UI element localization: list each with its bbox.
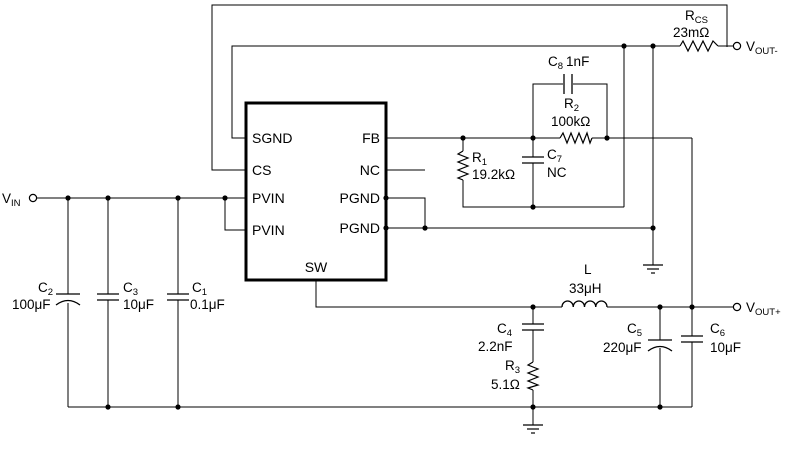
label-c2-value: 100μF (12, 297, 51, 312)
net-label-vout-minus: VOUT- (746, 39, 778, 57)
junction-dot (105, 404, 111, 410)
junction-dot (383, 195, 389, 201)
pin-pgnd-2: PGND (340, 220, 380, 236)
terminals (28, 41, 742, 312)
wire-r2-to-vout-minus (607, 46, 625, 139)
label-r3-value: 5.1Ω (491, 377, 520, 392)
wire-pvin2 (224, 198, 246, 231)
label-c3-value: 10μF (123, 297, 154, 312)
junction-dot (530, 304, 536, 310)
junction-dot (175, 404, 181, 410)
label-c2-ref: C2 (38, 280, 53, 298)
label-c4-value: 2.2nF (478, 339, 513, 354)
label-c6-ref: C6 (710, 321, 725, 339)
label-r1-value: 19.2kΩ (472, 167, 515, 182)
junction-dot (383, 225, 389, 231)
label-c5-value: 220μF (603, 340, 642, 355)
label-c3-ref: C3 (123, 280, 138, 298)
net-label-vin: VIN (2, 191, 21, 209)
pin-pvin-1: PVIN (252, 190, 285, 206)
label-rcs-value: 23mΩ (673, 25, 709, 40)
junction-dot (650, 43, 656, 49)
resistors (456, 39, 719, 391)
ic-pin-labels: SGND CS PVIN PVIN FB NC PGND PGND SW (252, 130, 380, 275)
wire-sgnd (231, 45, 680, 139)
ground-main-icon (523, 424, 543, 434)
terminal-vin (28, 193, 38, 203)
junction-dot (105, 195, 111, 201)
wire-sw (315, 280, 562, 308)
wire-c8-right (573, 83, 608, 138)
junction-dot (65, 195, 71, 201)
terminal-vout-minus (732, 41, 742, 51)
label-l-ref: L (584, 262, 592, 277)
junction-dot (650, 225, 656, 231)
junction-dot (460, 135, 466, 141)
resistor-r3 (526, 361, 540, 391)
junction-dot (530, 135, 536, 141)
junction-dot (689, 304, 695, 310)
resistor-r2 (559, 131, 593, 145)
resistor-rcs (679, 39, 719, 53)
label-c1-ref: C1 (192, 280, 207, 298)
pin-sgnd: SGND (252, 130, 292, 146)
cap-c5-plate-b (647, 345, 673, 352)
label-l-value: 33μH (569, 281, 602, 296)
cap-c2-plate-b (55, 299, 81, 306)
junction-dot (530, 404, 536, 410)
wire-pgnd-1 (386, 197, 426, 228)
label-rcs-ref: RCS (685, 8, 708, 26)
pin-fb: FB (362, 130, 380, 146)
label-c5-ref: C5 (627, 321, 642, 339)
label-r3-ref: R3 (505, 358, 520, 376)
junction-dot (621, 43, 627, 49)
terminal-vout-plus (732, 302, 742, 312)
inductor-l (561, 300, 608, 308)
junction-dot (530, 204, 536, 210)
label-r1-ref: R1 (472, 150, 487, 168)
resistor-r1 (456, 150, 470, 181)
ground-symbols (523, 264, 663, 434)
junction-dot (657, 304, 663, 310)
junction-dots (65, 43, 695, 410)
junction-dot (422, 225, 428, 231)
pin-pvin-2: PVIN (252, 222, 285, 238)
ground-pgnd-icon (643, 264, 663, 274)
label-r2-ref: R2 (564, 96, 579, 114)
capacitors (55, 74, 703, 352)
pin-pgnd-1: PGND (340, 190, 380, 206)
wire-cs-sense (211, 4, 728, 171)
label-r2-value: 100kΩ (551, 114, 590, 129)
net-label-vout-plus: VOUT+ (746, 300, 781, 318)
junction-dot (657, 404, 663, 410)
label-c7-value: NC (547, 165, 567, 180)
label-c4-ref: C4 (497, 321, 512, 339)
label-c1-value: 0.1μF (190, 297, 225, 312)
label-c7-ref: C7 (547, 147, 562, 165)
pin-cs: CS (252, 162, 271, 178)
pin-nc: NC (360, 162, 380, 178)
wire-c8-left (532, 83, 563, 138)
label-c6-value: 10μF (710, 340, 741, 355)
junction-dot (175, 195, 181, 201)
junction-dot (604, 135, 610, 141)
pin-sw: SW (305, 259, 328, 275)
wire-r1-bottom (462, 180, 533, 208)
junction-dot (222, 195, 228, 201)
ic-body (244, 101, 388, 282)
